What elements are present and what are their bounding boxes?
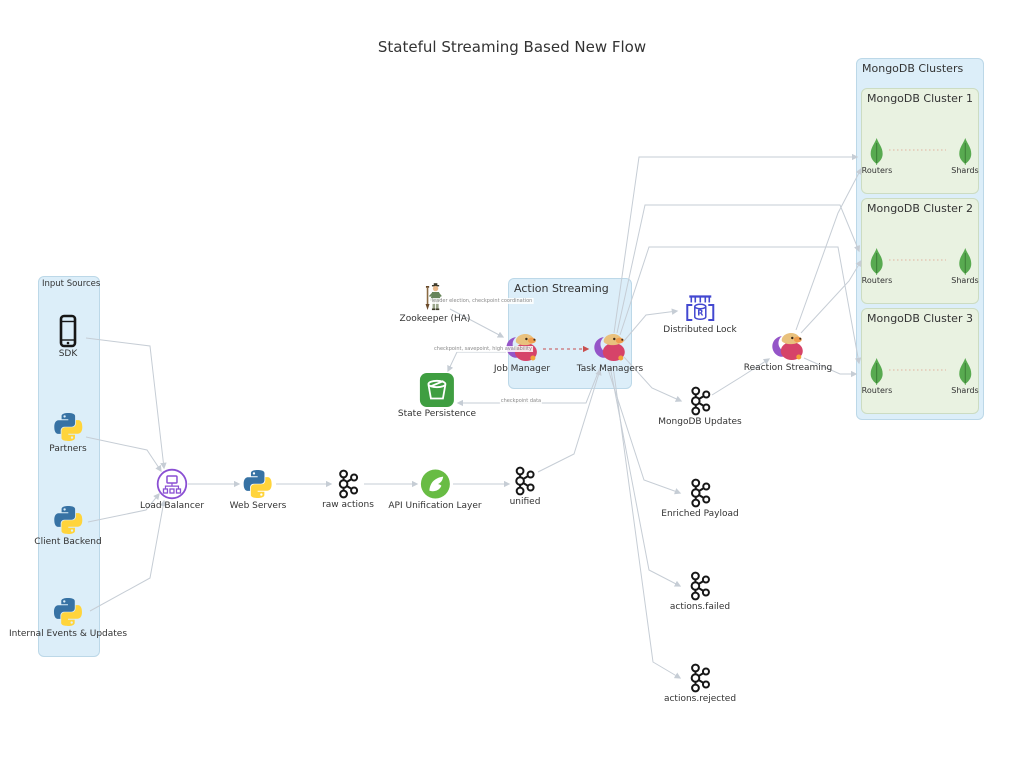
node-actions-failed: actions.failed [670, 571, 730, 612]
smartphone-icon [59, 314, 77, 348]
node-label: unified [509, 497, 541, 507]
bucket-icon [419, 373, 454, 407]
kafka-icon [690, 478, 710, 508]
redis-lock-icon: R [686, 295, 714, 321]
mongodb-leaf-icon [958, 138, 971, 165]
node-label: Partners [49, 444, 87, 454]
node-label: API Unification Layer [388, 501, 482, 511]
node-shards-3: Shards [951, 357, 979, 395]
node-label: MongoDB Updates [658, 417, 742, 427]
shards-label: Shards [951, 386, 979, 395]
flink-icon [594, 333, 625, 361]
group-mongodb-cluster-3: MongoDB Cluster 3 Routers Shards [861, 308, 979, 414]
python-icon [53, 598, 82, 626]
node-state-persistence: State Persistence [398, 372, 476, 419]
routers-label: Routers [861, 276, 893, 285]
node-label: State Persistence [397, 409, 477, 419]
diagram-title: Stateful Streaming Based New Flow [377, 38, 647, 56]
node-label: Job Manager [493, 364, 551, 374]
node-label: Internal Events & Updates [8, 629, 128, 639]
cluster-3-label: MongoDB Cluster 3 [867, 312, 973, 325]
node-internal-events: Internal Events & Updates [9, 596, 127, 639]
node-routers-1: Routers [861, 137, 893, 175]
load-balancer-icon [156, 468, 188, 500]
node-label: Load Balancer [139, 501, 205, 511]
node-label: Web Servers [229, 501, 287, 511]
node-partners: Partners [49, 411, 87, 454]
node-load-balancer: Load Balancer [140, 468, 204, 511]
node-routers-2: Routers [861, 247, 893, 285]
edge-label-checkpoint-data: checkpoint data [499, 398, 543, 404]
node-label: Distributed Lock [663, 325, 737, 335]
node-label: Client Backend [34, 537, 102, 547]
node-shards-2: Shards [951, 247, 979, 285]
edge-label-checkpoint-savepoint: checkpoint, savepoint, high availability [433, 346, 533, 352]
python-icon [244, 470, 272, 498]
cluster-1-label: MongoDB Cluster 1 [867, 92, 973, 105]
mongodb-leaf-icon [871, 358, 883, 385]
node-distributed-lock: R Distributed Lock [663, 294, 737, 335]
node-mongodb-updates: MongoDB Updates [658, 386, 742, 427]
python-icon [54, 506, 82, 534]
node-zookeeper: Zookeeper (HA) [399, 283, 471, 324]
mongodb-leaf-icon [871, 138, 883, 165]
group-action-streaming-label: Action Streaming [514, 282, 609, 295]
routers-label: Routers [861, 386, 893, 395]
kafka-icon [338, 469, 358, 499]
mongodb-leaf-icon [958, 358, 971, 385]
node-label: Enriched Payload [661, 509, 739, 519]
kafka-icon [690, 386, 710, 416]
edge-label-leader-election: leader election, checkpoint coordination [430, 298, 534, 304]
node-label: actions.rejected [663, 694, 737, 704]
node-label: raw actions [322, 500, 374, 510]
kafka-icon [690, 571, 710, 601]
node-reaction-streaming: Reaction Streaming [744, 330, 832, 373]
node-unified: unified [509, 466, 541, 507]
node-label: SDK [58, 349, 78, 359]
group-action-streaming: Action Streaming [508, 278, 632, 389]
python-icon [54, 413, 82, 441]
group-mongodb-cluster-1: MongoDB Cluster 1 Routers Shards [861, 88, 979, 194]
node-raw-actions: raw actions [322, 469, 374, 510]
routers-label: Routers [861, 166, 893, 175]
node-enriched-payload: Enriched Payload [661, 478, 739, 519]
node-label: Zookeeper (HA) [399, 314, 471, 324]
node-label: actions.failed [669, 602, 731, 612]
shards-label: Shards [951, 166, 979, 175]
shards-label: Shards [951, 276, 979, 285]
node-job-manager: Job Manager [494, 331, 550, 374]
kafka-icon [515, 466, 535, 496]
spring-icon [420, 469, 450, 499]
node-task-managers: Task Managers [577, 331, 643, 374]
node-shards-1: Shards [951, 137, 979, 175]
node-api-unification: API Unification Layer [388, 468, 482, 511]
cluster-2-label: MongoDB Cluster 2 [867, 202, 973, 215]
svg-text:R: R [697, 309, 703, 318]
group-input-sources-label: Input Sources [42, 279, 101, 289]
node-label: Task Managers [576, 364, 644, 374]
mongodb-leaf-icon [871, 248, 883, 275]
node-routers-3: Routers [861, 357, 893, 395]
kafka-icon [690, 663, 710, 693]
node-actions-rejected: actions.rejected [664, 663, 736, 704]
group-mongodb-clusters-label: MongoDB Clusters [862, 62, 964, 75]
group-mongodb-cluster-2: MongoDB Cluster 2 Routers Shards [861, 198, 979, 304]
flink-icon [772, 332, 803, 360]
node-web-servers: Web Servers [229, 468, 287, 511]
node-sdk: SDK [56, 314, 80, 359]
node-label: Reaction Streaming [743, 363, 833, 373]
node-client-backend: Client Backend [34, 504, 102, 547]
mongodb-leaf-icon [958, 248, 971, 275]
